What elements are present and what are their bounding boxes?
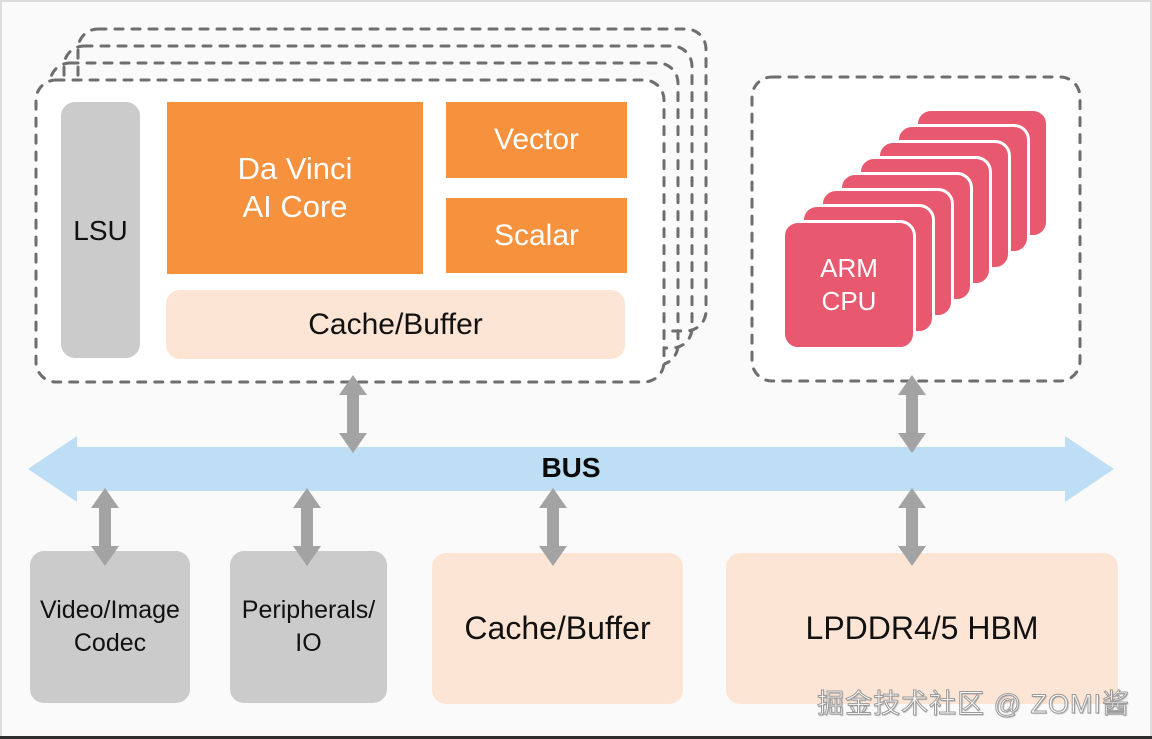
scalar-label: Scalar [493, 218, 580, 252]
peripherals-io-block: Peripherals/ IO [230, 551, 387, 703]
core-cache-buffer-block: Cache/Buffer [166, 290, 625, 359]
scalar-unit-block: Scalar [446, 198, 627, 273]
vector-unit-block: Vector [446, 102, 627, 178]
connector-cpu-to-bus [898, 375, 926, 453]
arm-cpu-label-line1: ARM [820, 253, 878, 283]
bottom-cache-buffer-block: Cache/Buffer [432, 553, 683, 704]
davinci-ai-core-block: Da Vinci AI Core [167, 102, 423, 274]
davinci-label-line1: Da Vinci [237, 151, 353, 186]
peripherals-io-label-line2: IO [295, 629, 322, 657]
video-image-codec-label-line2: Codec [73, 629, 147, 657]
lsu-label: LSU [73, 214, 128, 246]
peripherals-io-label-line1: Peripherals/ [241, 596, 376, 624]
video-image-codec-block: Video/Image Codec [30, 551, 190, 703]
core-cache-buffer-label: Cache/Buffer [308, 307, 483, 341]
davinci-label-line2: AI Core [242, 189, 348, 224]
bus-label: BUS [541, 452, 601, 483]
watermark: 掘金技术社区 @ ZOMI酱 [817, 689, 1130, 720]
bottom-cache-buffer-label: Cache/Buffer [464, 610, 651, 646]
vector-label: Vector [493, 123, 580, 157]
arm-cpu-label-line2: CPU [821, 286, 877, 316]
ai-core-cluster: LSU Da Vinci AI Core Vector Scalar Cache… [33, 77, 667, 385]
arm-cpu-chip: ARM CPU [782, 220, 916, 350]
lpddr-hbm-block: LPDDR4/5 HBM [726, 553, 1118, 704]
lsu-block: LSU [61, 102, 140, 358]
video-image-codec-label-line1: Video/Image [40, 596, 180, 624]
arm-cpu-cluster: ARM CPU [749, 74, 1083, 384]
connector-core-to-bus [339, 375, 367, 453]
lpddr-hbm-label: LPDDR4/5 HBM [805, 610, 1039, 646]
